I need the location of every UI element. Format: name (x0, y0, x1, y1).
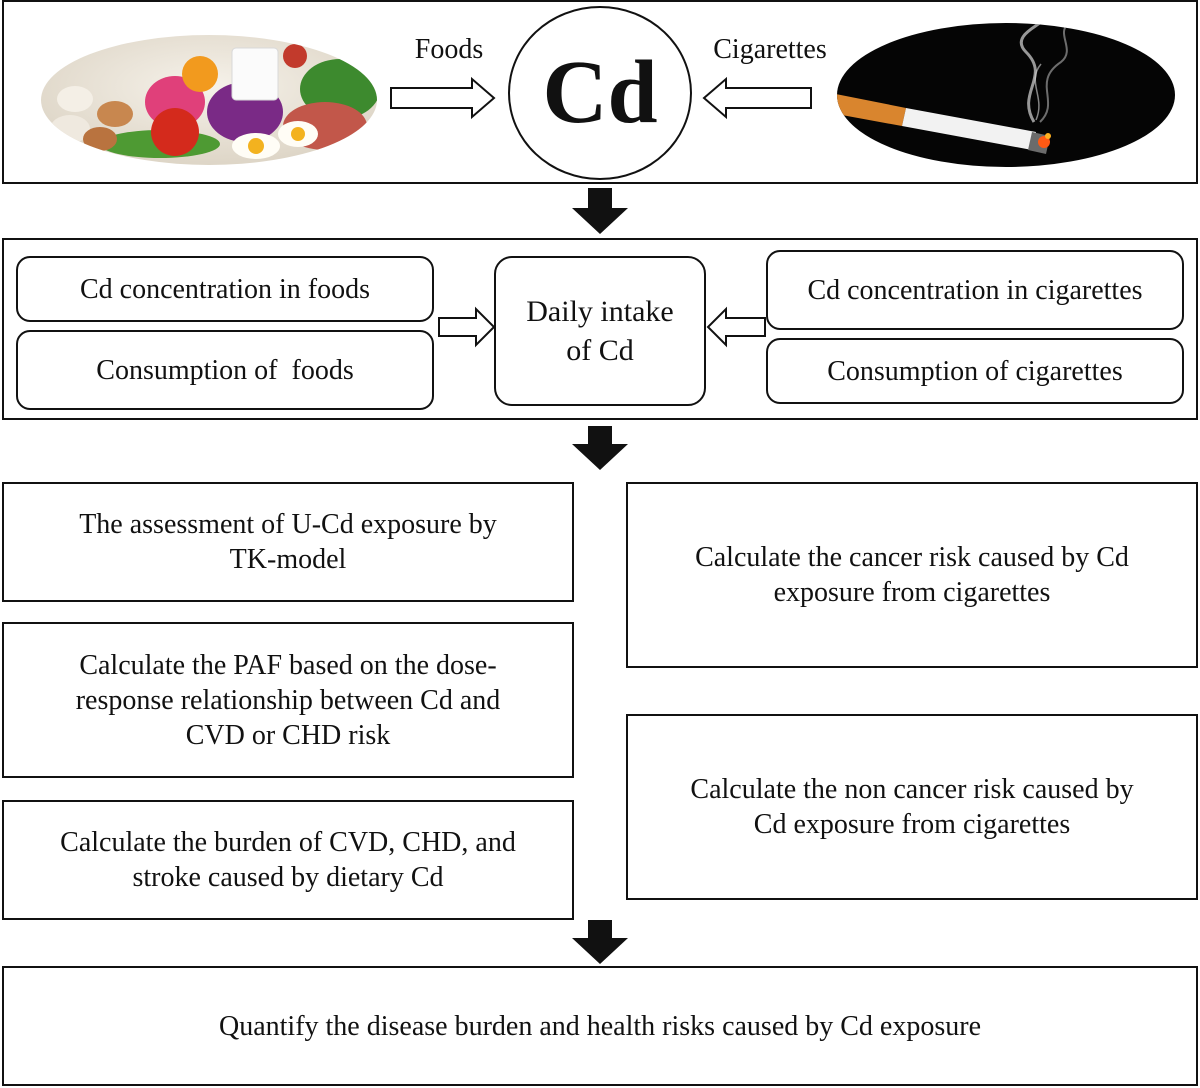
foods-to-cd-arrow (390, 76, 496, 120)
food-consumption-text: Consumption of foods (96, 354, 354, 386)
non-cancer-risk-line1: Calculate the non cancer risk caused by (690, 774, 1134, 805)
cig-concentration-text: Cd concentration in cigarettes (807, 274, 1143, 306)
burden-line1: Calculate the burden of CVD, CHD, and (60, 827, 516, 858)
cd-symbol: Cd (542, 43, 658, 142)
cancer-risk-line2: exposure from cigarettes (773, 577, 1051, 608)
foods-label: Foods (414, 34, 484, 65)
cigarettes-label: Cigarettes (713, 34, 827, 65)
tk-model-box: The assessment of U-Cd exposure by TK-mo… (2, 482, 574, 602)
down-arrow-3 (572, 920, 628, 964)
down-arrow-1 (572, 188, 628, 234)
down-arrow-2 (572, 426, 628, 470)
daily-intake-box: Daily intake of Cd (494, 256, 706, 406)
cigarette-image (837, 23, 1175, 167)
tk-model-line2: TK-model (229, 544, 347, 575)
burden-box: Calculate the burden of CVD, CHD, and st… (2, 800, 574, 920)
food-to-intake-arrow (438, 306, 496, 348)
cig-to-intake-arrow (706, 306, 766, 348)
food-concentration-box: Cd concentration in foods (16, 256, 434, 322)
cancer-risk-box: Calculate the cancer risk caused by Cd e… (626, 482, 1198, 668)
paf-box: Calculate the PAF based on the dose- res… (2, 622, 574, 778)
daily-intake-line2: of Cd (566, 334, 634, 367)
cd-circle: Cd (508, 6, 692, 180)
conclusion-text: Quantify the disease burden and health r… (218, 1010, 981, 1042)
cig-consumption-box: Consumption of cigarettes (766, 338, 1184, 404)
foods-image (41, 35, 377, 165)
cig-consumption-text: Consumption of cigarettes (827, 355, 1123, 387)
non-cancer-risk-box: Calculate the non cancer risk caused by … (626, 714, 1198, 900)
tk-model-line1: The assessment of U-Cd exposure by (79, 509, 497, 540)
cancer-risk-line1: Calculate the cancer risk caused by Cd (695, 542, 1129, 573)
paf-line2: response relationship between Cd and (75, 684, 501, 716)
conclusion-box: Quantify the disease burden and health r… (2, 966, 1198, 1086)
cig-concentration-box: Cd concentration in cigarettes (766, 250, 1184, 330)
food-consumption-box: Consumption of foods (16, 330, 434, 410)
non-cancer-risk-line2: Cd exposure from cigarettes (753, 809, 1071, 840)
burden-line2: stroke caused by dietary Cd (132, 862, 444, 893)
paf-line1: Calculate the PAF based on the dose- (79, 649, 497, 681)
food-concentration-text: Cd concentration in foods (79, 273, 371, 305)
paf-line3: CVD or CHD risk (185, 719, 391, 751)
daily-intake-line1: Daily intake (526, 295, 674, 328)
cigarettes-to-cd-arrow (702, 76, 812, 120)
